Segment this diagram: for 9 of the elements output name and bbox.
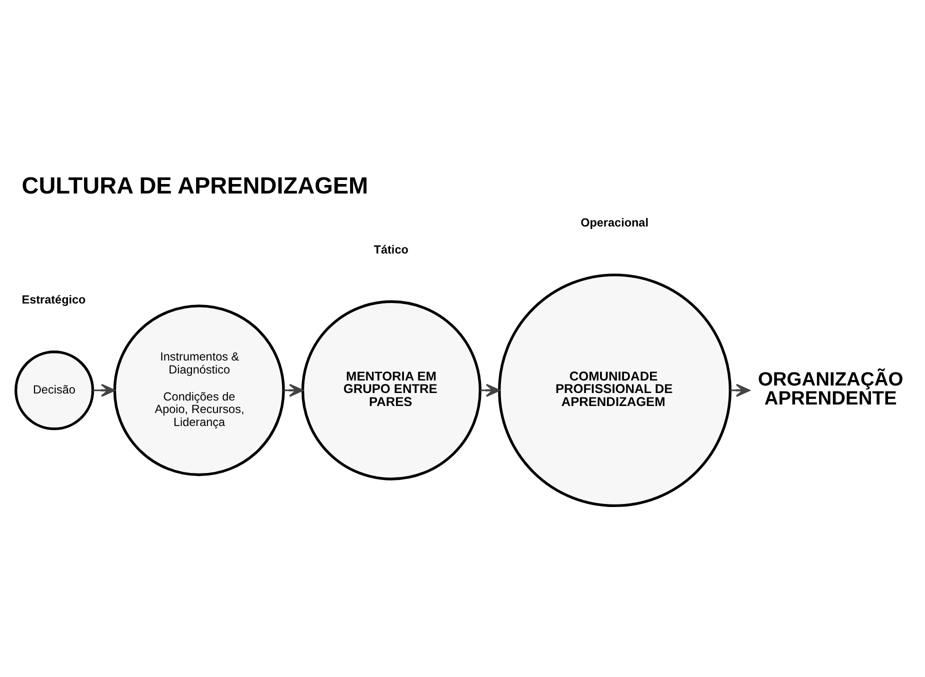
- label: Operacional: [580, 216, 648, 230]
- node-circle: COMUNIDADE PROFISSIONAL DE APRENDIZAGEM: [498, 274, 732, 508]
- node-text: ORGANIZAÇÃO APRENDENTE: [758, 369, 904, 410]
- node-circle: MENTORIA EM GRUPO ENTRE PARES: [301, 300, 482, 480]
- label: Estratégico: [22, 294, 86, 307]
- label: Tático: [374, 243, 408, 256]
- diagram-title: CULTURA DE APRENDIZAGEM: [22, 172, 368, 198]
- node-circle: Decisão: [14, 350, 94, 430]
- node-circle: Instrumentos & Diagnóstico Condições de Apoio, Recursos, Liderança: [113, 304, 285, 476]
